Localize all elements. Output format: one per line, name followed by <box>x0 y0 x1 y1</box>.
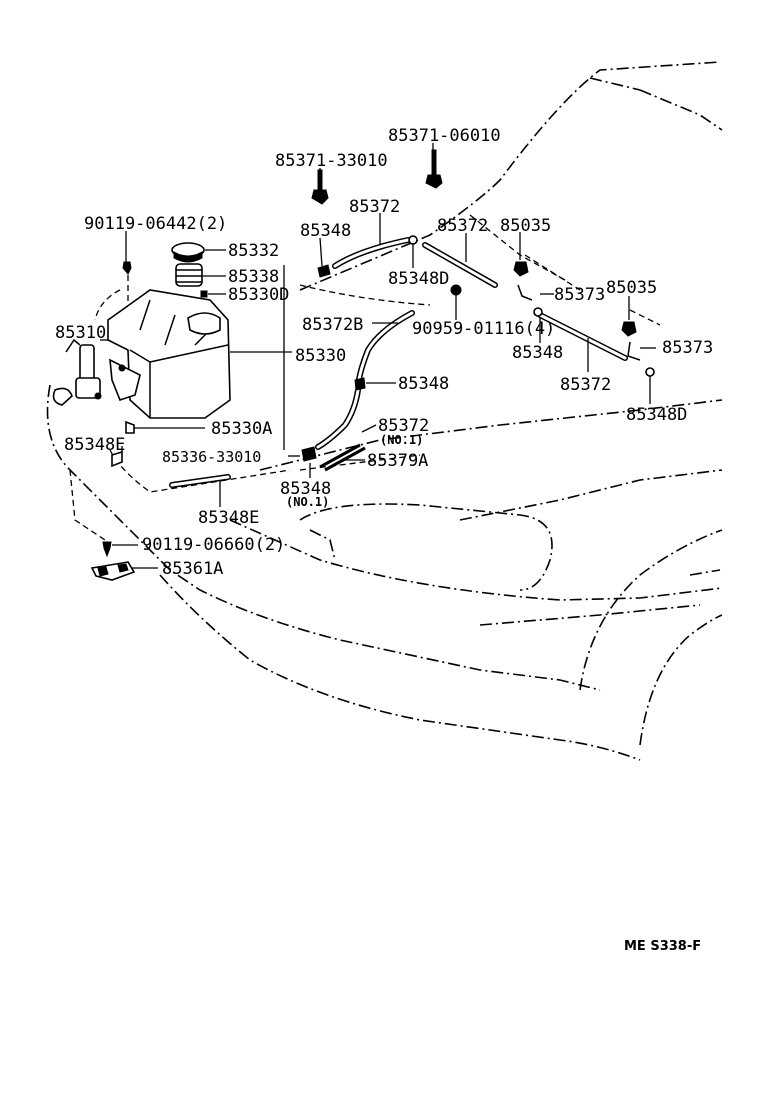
label-90959-01116: 90959-01116(4) <box>412 319 555 339</box>
washer-tank-icon <box>107 289 231 419</box>
label-85373-a: 85373 <box>554 285 605 305</box>
label-85373-b: 85373 <box>662 338 713 358</box>
part-labels: 85371-06010 85371-33010 85372 85348 9011… <box>55 126 713 579</box>
label-85348e-a: 85348E <box>64 435 125 455</box>
label-85336-33010: 85336-33010 <box>162 448 261 466</box>
washer-nozzle-icon <box>311 169 329 205</box>
label-85372-mid: 85372 <box>437 216 488 236</box>
label-85035-b: 85035 <box>606 278 657 298</box>
label-85338: 85338 <box>228 267 279 287</box>
label-85348-mid: 85348 <box>398 374 449 394</box>
label-85310: 85310 <box>55 323 106 343</box>
strainer-icon <box>175 263 203 287</box>
washer-hose-icon <box>169 237 628 488</box>
washer-tank-assembly <box>52 242 231 581</box>
nozzles-and-clamps <box>301 149 655 462</box>
diagram-code: ME S338-F <box>624 939 701 954</box>
label-85348-low-no1: (NO.1) <box>286 495 329 509</box>
label-85348-top: 85348 <box>300 221 351 241</box>
label-85371-06010: 85371-06010 <box>388 126 501 146</box>
label-85361a: 85361A <box>162 559 223 579</box>
label-85372-right: 85372 <box>560 375 611 395</box>
bolt-icon <box>122 261 132 275</box>
label-85371-33010: 85371-33010 <box>275 151 388 171</box>
label-85348d-b: 85348D <box>626 405 687 425</box>
label-85348d-a: 85348D <box>388 269 449 289</box>
leader-lines <box>100 143 656 569</box>
label-85348-right: 85348 <box>512 343 563 363</box>
label-85330a: 85330A <box>211 419 272 439</box>
label-85379a: 85379A <box>367 451 428 471</box>
label-85330d: 85330D <box>228 285 289 305</box>
label-85348e-b: 85348E <box>198 508 259 528</box>
label-85372-top: 85372 <box>349 197 400 217</box>
label-85332: 85332 <box>228 241 279 261</box>
label-85330: 85330 <box>295 346 346 366</box>
hose-clamp-icon <box>317 264 331 278</box>
washer-pump-icon <box>65 338 102 400</box>
label-85372-low-no1: (NO.1) <box>380 433 423 447</box>
label-85372b: 85372B <box>302 315 363 335</box>
label-90119-06442: 90119-06442(2) <box>84 214 227 234</box>
label-85348-low: 85348 <box>280 479 331 499</box>
tank-cap-icon <box>171 242 205 263</box>
label-85035-a: 85035 <box>500 216 551 236</box>
vehicle-body-outline <box>46 61 723 761</box>
label-90119-06660: 90119-06660(2) <box>142 535 285 555</box>
label-85372-low: 85372 <box>378 416 429 436</box>
